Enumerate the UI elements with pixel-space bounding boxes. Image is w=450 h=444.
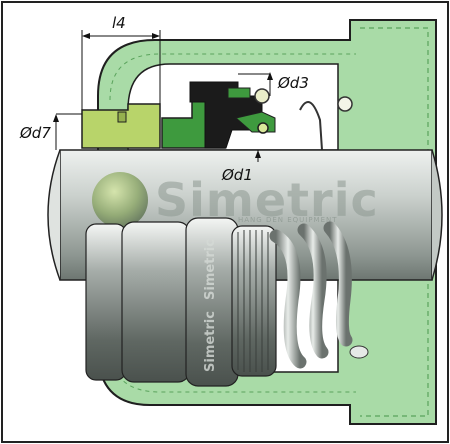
d1-arrow (255, 150, 261, 158)
conical-spring (269, 221, 369, 369)
label-d1: Ød1 (221, 166, 253, 184)
rotary-unit (161, 81, 276, 149)
o-ring-upper (254, 88, 270, 104)
ring-brand-lower: Simetric (203, 311, 218, 372)
ring-brand-upper: Simetric (203, 239, 218, 300)
drive-band-3d (231, 225, 277, 377)
watermark-logo (92, 172, 148, 228)
seat-ring (81, 103, 161, 149)
spring-section (299, 96, 353, 151)
seat-ring-3d (85, 223, 127, 381)
rotary-insert (227, 87, 251, 99)
spring-coil-section (337, 96, 353, 112)
shaft-right-end (431, 149, 443, 281)
spring-coil-1 (269, 229, 307, 369)
dimension-d7: Ød7 (19, 113, 82, 150)
drive-band-ridges (237, 230, 269, 372)
seat-notch (117, 111, 127, 123)
watermark-tagline: HANG DEN EQUIPMENT (238, 216, 338, 224)
dimension-d1: Ød1 (221, 150, 261, 184)
housing-dashed-top (109, 53, 356, 101)
spring-coil-2 (297, 223, 329, 359)
lower-assembly: Simetric Simetric (85, 217, 277, 387)
stationary-seat (81, 103, 161, 149)
watermark: Simetric HANG DEN EQUIPMENT (92, 172, 379, 228)
d3-arrow (267, 72, 273, 80)
watermark-brand: Simetric (155, 173, 379, 227)
label-l4: l4 (112, 14, 126, 32)
dimension-d3: Ød3 (238, 72, 309, 96)
label-d3: Ød3 (277, 74, 309, 92)
spring-wire (299, 101, 323, 151)
d7-arrow (53, 114, 59, 122)
dimension-l4: l4 (81, 14, 161, 110)
spring-end (349, 345, 369, 359)
o-ring-lower (257, 122, 269, 134)
l4-arrow-left (82, 33, 90, 39)
l4-arrow-right (152, 33, 160, 39)
shaft-left-end (47, 149, 61, 281)
spring-coil-3 (323, 221, 353, 347)
label-d7: Ød7 (19, 124, 51, 142)
face-ring-3d (121, 221, 191, 383)
